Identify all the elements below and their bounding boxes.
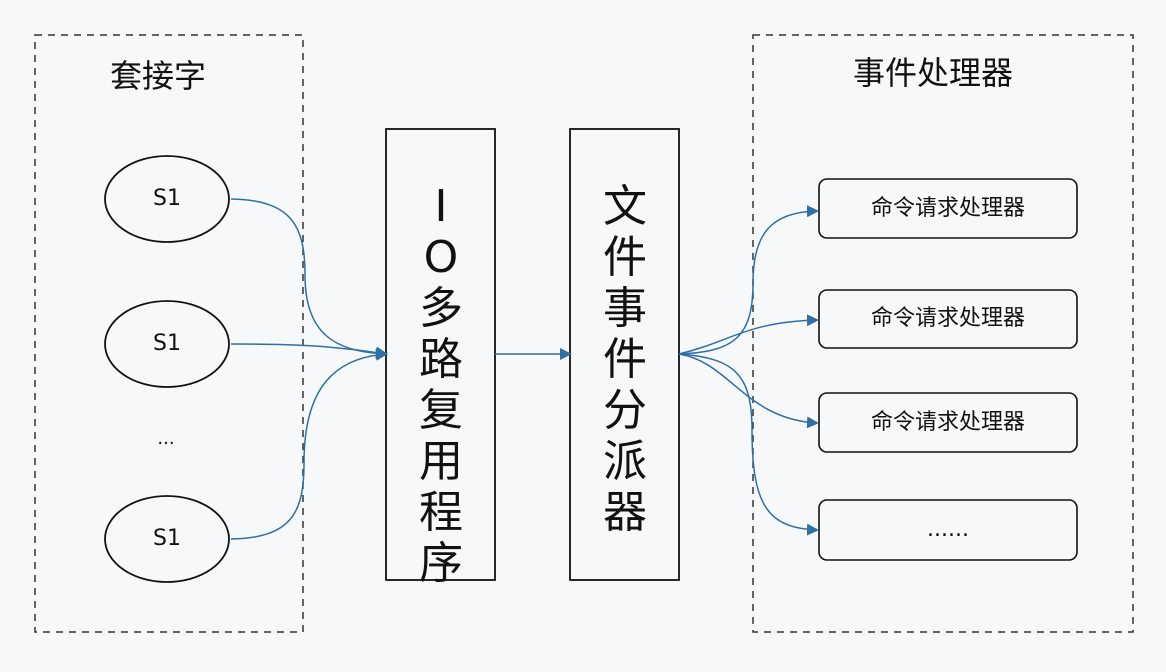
- handler-group-frame: [752, 34, 1134, 633]
- more-handler-box: [818, 499, 1078, 561]
- socket-label-3: S1: [153, 526, 181, 551]
- io-multiplexer-label: IO多路复用程序: [419, 181, 463, 589]
- command-handler-box-1: [818, 178, 1078, 239]
- socket-label-2: S1: [153, 331, 181, 356]
- socket-node-2: [104, 300, 230, 388]
- file-event-dispatcher-label: 文件事件分派器: [603, 181, 647, 538]
- socket-ellipsis: ...: [157, 428, 175, 449]
- handler-group-title: 事件处理器: [853, 54, 1014, 92]
- socket-label-1: S1: [153, 186, 181, 211]
- socket-2-to-multiplexer-arrow: [230, 343, 388, 359]
- socket-1-to-multiplexer-arrow: [230, 198, 388, 360]
- socket-group-title: 套接字: [110, 57, 207, 95]
- command-handler-label-2: 命令请求处理器: [870, 306, 1025, 331]
- command-handler-box-3: [818, 392, 1078, 453]
- command-handler-label-3: 命令请求处理器: [870, 410, 1025, 435]
- socket-group-frame: [34, 34, 304, 633]
- socket-node-3: [104, 495, 230, 583]
- dispatcher-to-more-handler-arrow: [678, 353, 819, 536]
- dispatcher-to-handler-2-arrow: [678, 314, 819, 355]
- dispatcher-to-handler-1-arrow: [678, 205, 819, 355]
- more-handler-label: ......: [927, 517, 969, 542]
- command-handler-box-2: [818, 289, 1078, 349]
- command-handler-label-1: 命令请求处理器: [870, 196, 1025, 221]
- socket-node-1: [104, 155, 230, 243]
- socket-3-to-multiplexer-arrow: [230, 348, 388, 540]
- dispatcher-to-handler-3-arrow: [678, 353, 819, 429]
